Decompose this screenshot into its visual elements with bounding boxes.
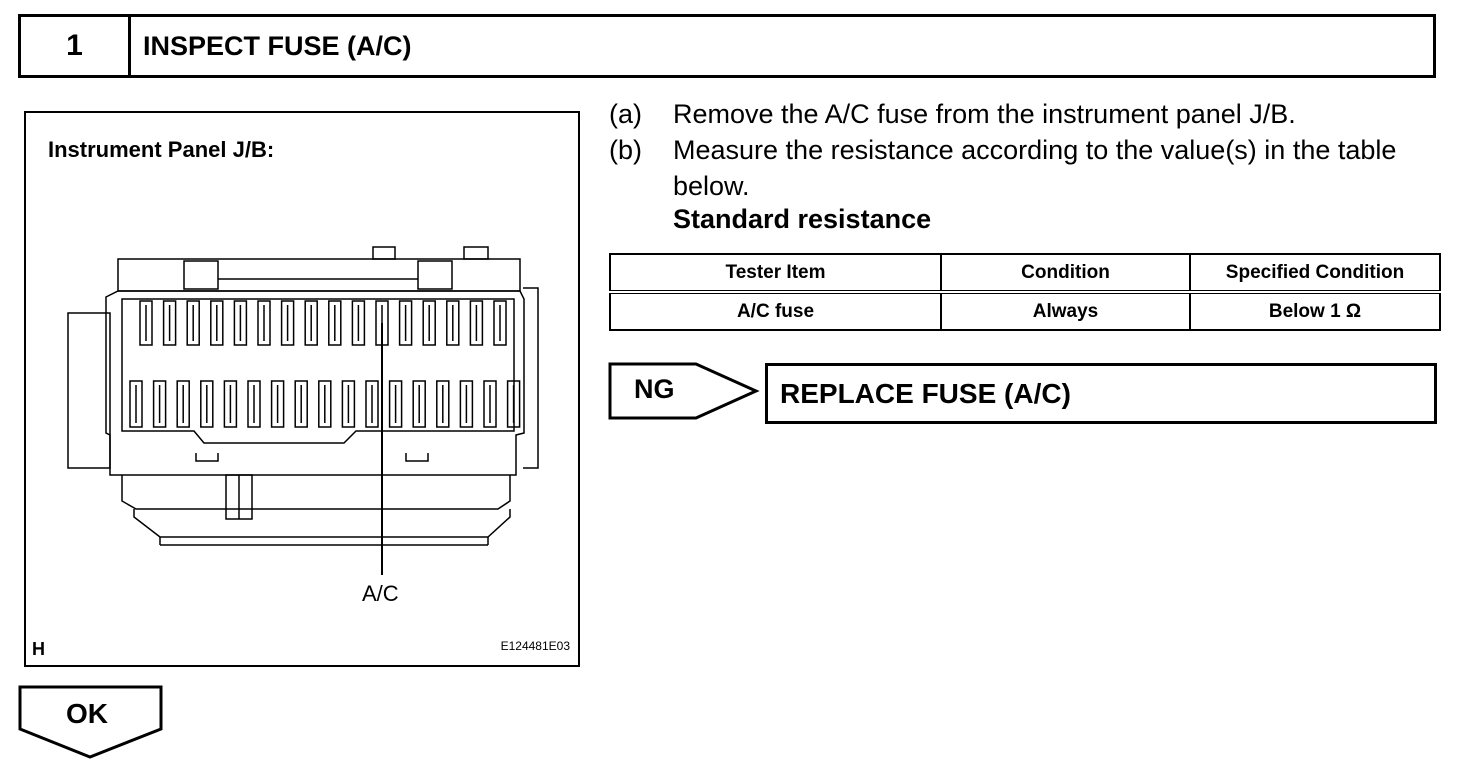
figure-corner-letter: H bbox=[32, 639, 45, 659]
instruction-label: (b) bbox=[609, 135, 642, 165]
ng-arrow bbox=[608, 362, 760, 420]
step-number: 1 bbox=[21, 17, 131, 75]
ng-action-box: REPLACE FUSE (A/C) bbox=[765, 363, 1437, 424]
table-row: A/C fuse Always Below 1 Ω bbox=[609, 291, 1441, 331]
fuse-slot bbox=[200, 380, 214, 428]
table-header-cell: Condition bbox=[940, 253, 1191, 294]
instruction-label: (a) bbox=[609, 99, 642, 129]
fuse-slot bbox=[469, 300, 484, 346]
fuse-slot bbox=[398, 300, 413, 346]
fuse-slot bbox=[459, 380, 474, 428]
top-strip bbox=[117, 258, 521, 292]
table-header-cell: Tester Item bbox=[609, 253, 942, 294]
top-clip bbox=[417, 260, 453, 290]
fuse-slot bbox=[506, 380, 521, 428]
figure-title: Instrument Panel J/B: bbox=[48, 137, 275, 162]
fuse-slot bbox=[483, 380, 497, 428]
resistance-table: Tester Item Condition Specified Conditio… bbox=[609, 253, 1441, 331]
fuse-slot bbox=[210, 300, 224, 346]
fuse-slot bbox=[176, 380, 190, 428]
lower-body-skirt bbox=[133, 509, 511, 538]
standard-resistance-title: Standard resistance bbox=[673, 204, 932, 234]
lower-body bbox=[121, 475, 511, 510]
fuse-slot bbox=[341, 380, 356, 428]
fuse-slot bbox=[152, 380, 167, 428]
table-cell: Always bbox=[940, 291, 1191, 331]
fuse-slot bbox=[365, 380, 379, 428]
fuse-slot bbox=[304, 300, 318, 346]
top-tab bbox=[463, 246, 489, 260]
ok-label: OK bbox=[66, 698, 108, 729]
table-header-cell: Specified Condition bbox=[1189, 253, 1441, 294]
fuse-row-top bbox=[139, 300, 507, 346]
fuse-slot bbox=[422, 300, 436, 346]
callout-label: A/C bbox=[362, 581, 399, 606]
fuse-slot bbox=[247, 380, 261, 428]
figure-code: E124481E03 bbox=[500, 639, 570, 653]
fuse-slot bbox=[280, 300, 295, 346]
fuse-slot bbox=[139, 300, 153, 346]
instruction-a: (a) Remove the A/C fuse from the instrum… bbox=[609, 96, 1439, 136]
fuse-slot bbox=[446, 300, 460, 346]
fuse-slot bbox=[223, 380, 238, 428]
top-tab bbox=[372, 246, 396, 260]
junction-block-illustration bbox=[67, 246, 539, 575]
fuse-slot bbox=[162, 300, 177, 346]
fuse-slot bbox=[294, 380, 308, 428]
side-bracket-left bbox=[67, 312, 111, 469]
fuse-row-bottom bbox=[129, 380, 521, 428]
fuse-slot bbox=[328, 300, 342, 346]
fuse-slot bbox=[436, 380, 450, 428]
side-frame-right bbox=[523, 287, 539, 469]
fuse-slot bbox=[257, 300, 271, 346]
top-clip bbox=[183, 260, 219, 290]
fuse-slot bbox=[493, 300, 507, 346]
fuse-slot bbox=[186, 300, 200, 346]
fuse-slot bbox=[233, 300, 248, 346]
instruction-b: (b) Measure the resistance according to … bbox=[609, 132, 1439, 204]
ng-label: NG bbox=[634, 374, 675, 404]
table-cell: Below 1 Ω bbox=[1189, 291, 1441, 331]
fuse-slot bbox=[129, 380, 143, 428]
ok-arrow bbox=[18, 685, 163, 759]
step-title: INSPECT FUSE (A/C) bbox=[143, 30, 412, 61]
table-header-row: Tester Item Condition Specified Conditio… bbox=[609, 253, 1441, 294]
instruction-text: Remove the A/C fuse from the instrument … bbox=[673, 99, 1296, 129]
fuse-slot bbox=[351, 300, 366, 346]
fuse-slot bbox=[412, 380, 426, 428]
fuse-slot bbox=[318, 380, 332, 428]
table-cell: A/C fuse bbox=[609, 291, 942, 331]
instruction-text: Measure the resistance according to the … bbox=[673, 135, 1397, 201]
junction-block-figure: Instrument Panel J/B: A/C H E12 bbox=[24, 111, 580, 667]
fuse-slot bbox=[388, 380, 403, 428]
main-body bbox=[105, 290, 525, 476]
fuse-slot bbox=[270, 380, 285, 428]
step-header: 1 INSPECT FUSE (A/C) bbox=[18, 14, 1436, 78]
fuse-panel bbox=[121, 298, 515, 444]
